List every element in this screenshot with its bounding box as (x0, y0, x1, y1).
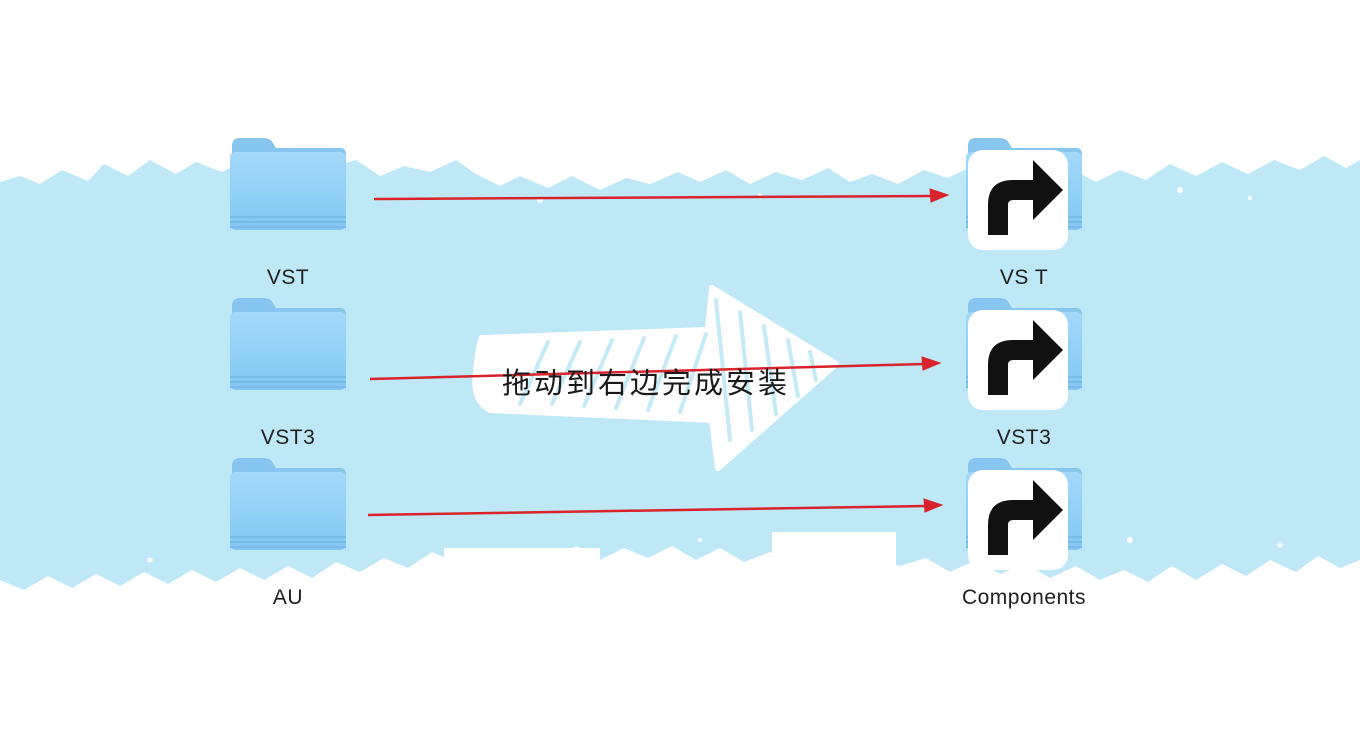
target-folder-vst[interactable] (964, 134, 1084, 250)
red-arrow (367, 504, 927, 517)
red-arrow-head (921, 356, 942, 371)
source-label-au: AU (272, 586, 304, 609)
source-folder-au[interactable] (228, 454, 348, 554)
source-folder-vst[interactable] (228, 134, 348, 234)
target-label-vst: VS T (999, 266, 1049, 289)
source-label-vst: VST (266, 266, 310, 289)
source-folder-vst3[interactable] (228, 294, 348, 394)
source-label-vst3: VST3 (260, 426, 316, 449)
mask-block (772, 532, 896, 588)
alias-arrow-icon (968, 310, 1068, 410)
target-folder-components[interactable] (964, 454, 1084, 570)
folder-icon (230, 298, 346, 390)
folder-icon (230, 458, 346, 550)
red-arrow-head (929, 188, 950, 203)
mask-block (444, 548, 600, 588)
alias-arrow-icon (968, 470, 1068, 570)
install-instruction: 拖动到右边完成安装 (502, 366, 791, 400)
red-arrow-head (923, 498, 944, 513)
red-arrow (373, 194, 933, 201)
target-label-components: Components (961, 586, 1087, 609)
red-arrows (367, 188, 950, 517)
red-arrow (369, 362, 925, 381)
folder-icon (230, 138, 346, 230)
alias-arrow-icon (968, 150, 1068, 250)
target-folder-vst3[interactable] (964, 294, 1084, 410)
target-label-vst3: VST3 (996, 426, 1052, 449)
